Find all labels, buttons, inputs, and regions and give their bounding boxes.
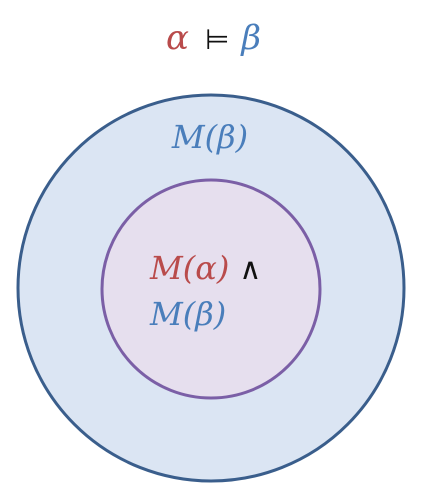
title-alpha: α xyxy=(165,18,189,58)
inner-set-label-line1: M(α) ∧ xyxy=(150,248,261,290)
outer-set-label: M(β) xyxy=(171,118,249,156)
models-alpha-label: M(α) xyxy=(150,249,230,287)
inner-set-label-line2: M(β) xyxy=(150,295,227,333)
entailment-title: α ⊨ β xyxy=(0,14,427,64)
title-beta: β xyxy=(241,18,261,58)
entails-symbol: ⊨ xyxy=(204,23,230,56)
inner-circle-models-alpha xyxy=(100,178,322,400)
conjunction-symbol: ∧ xyxy=(239,252,262,287)
